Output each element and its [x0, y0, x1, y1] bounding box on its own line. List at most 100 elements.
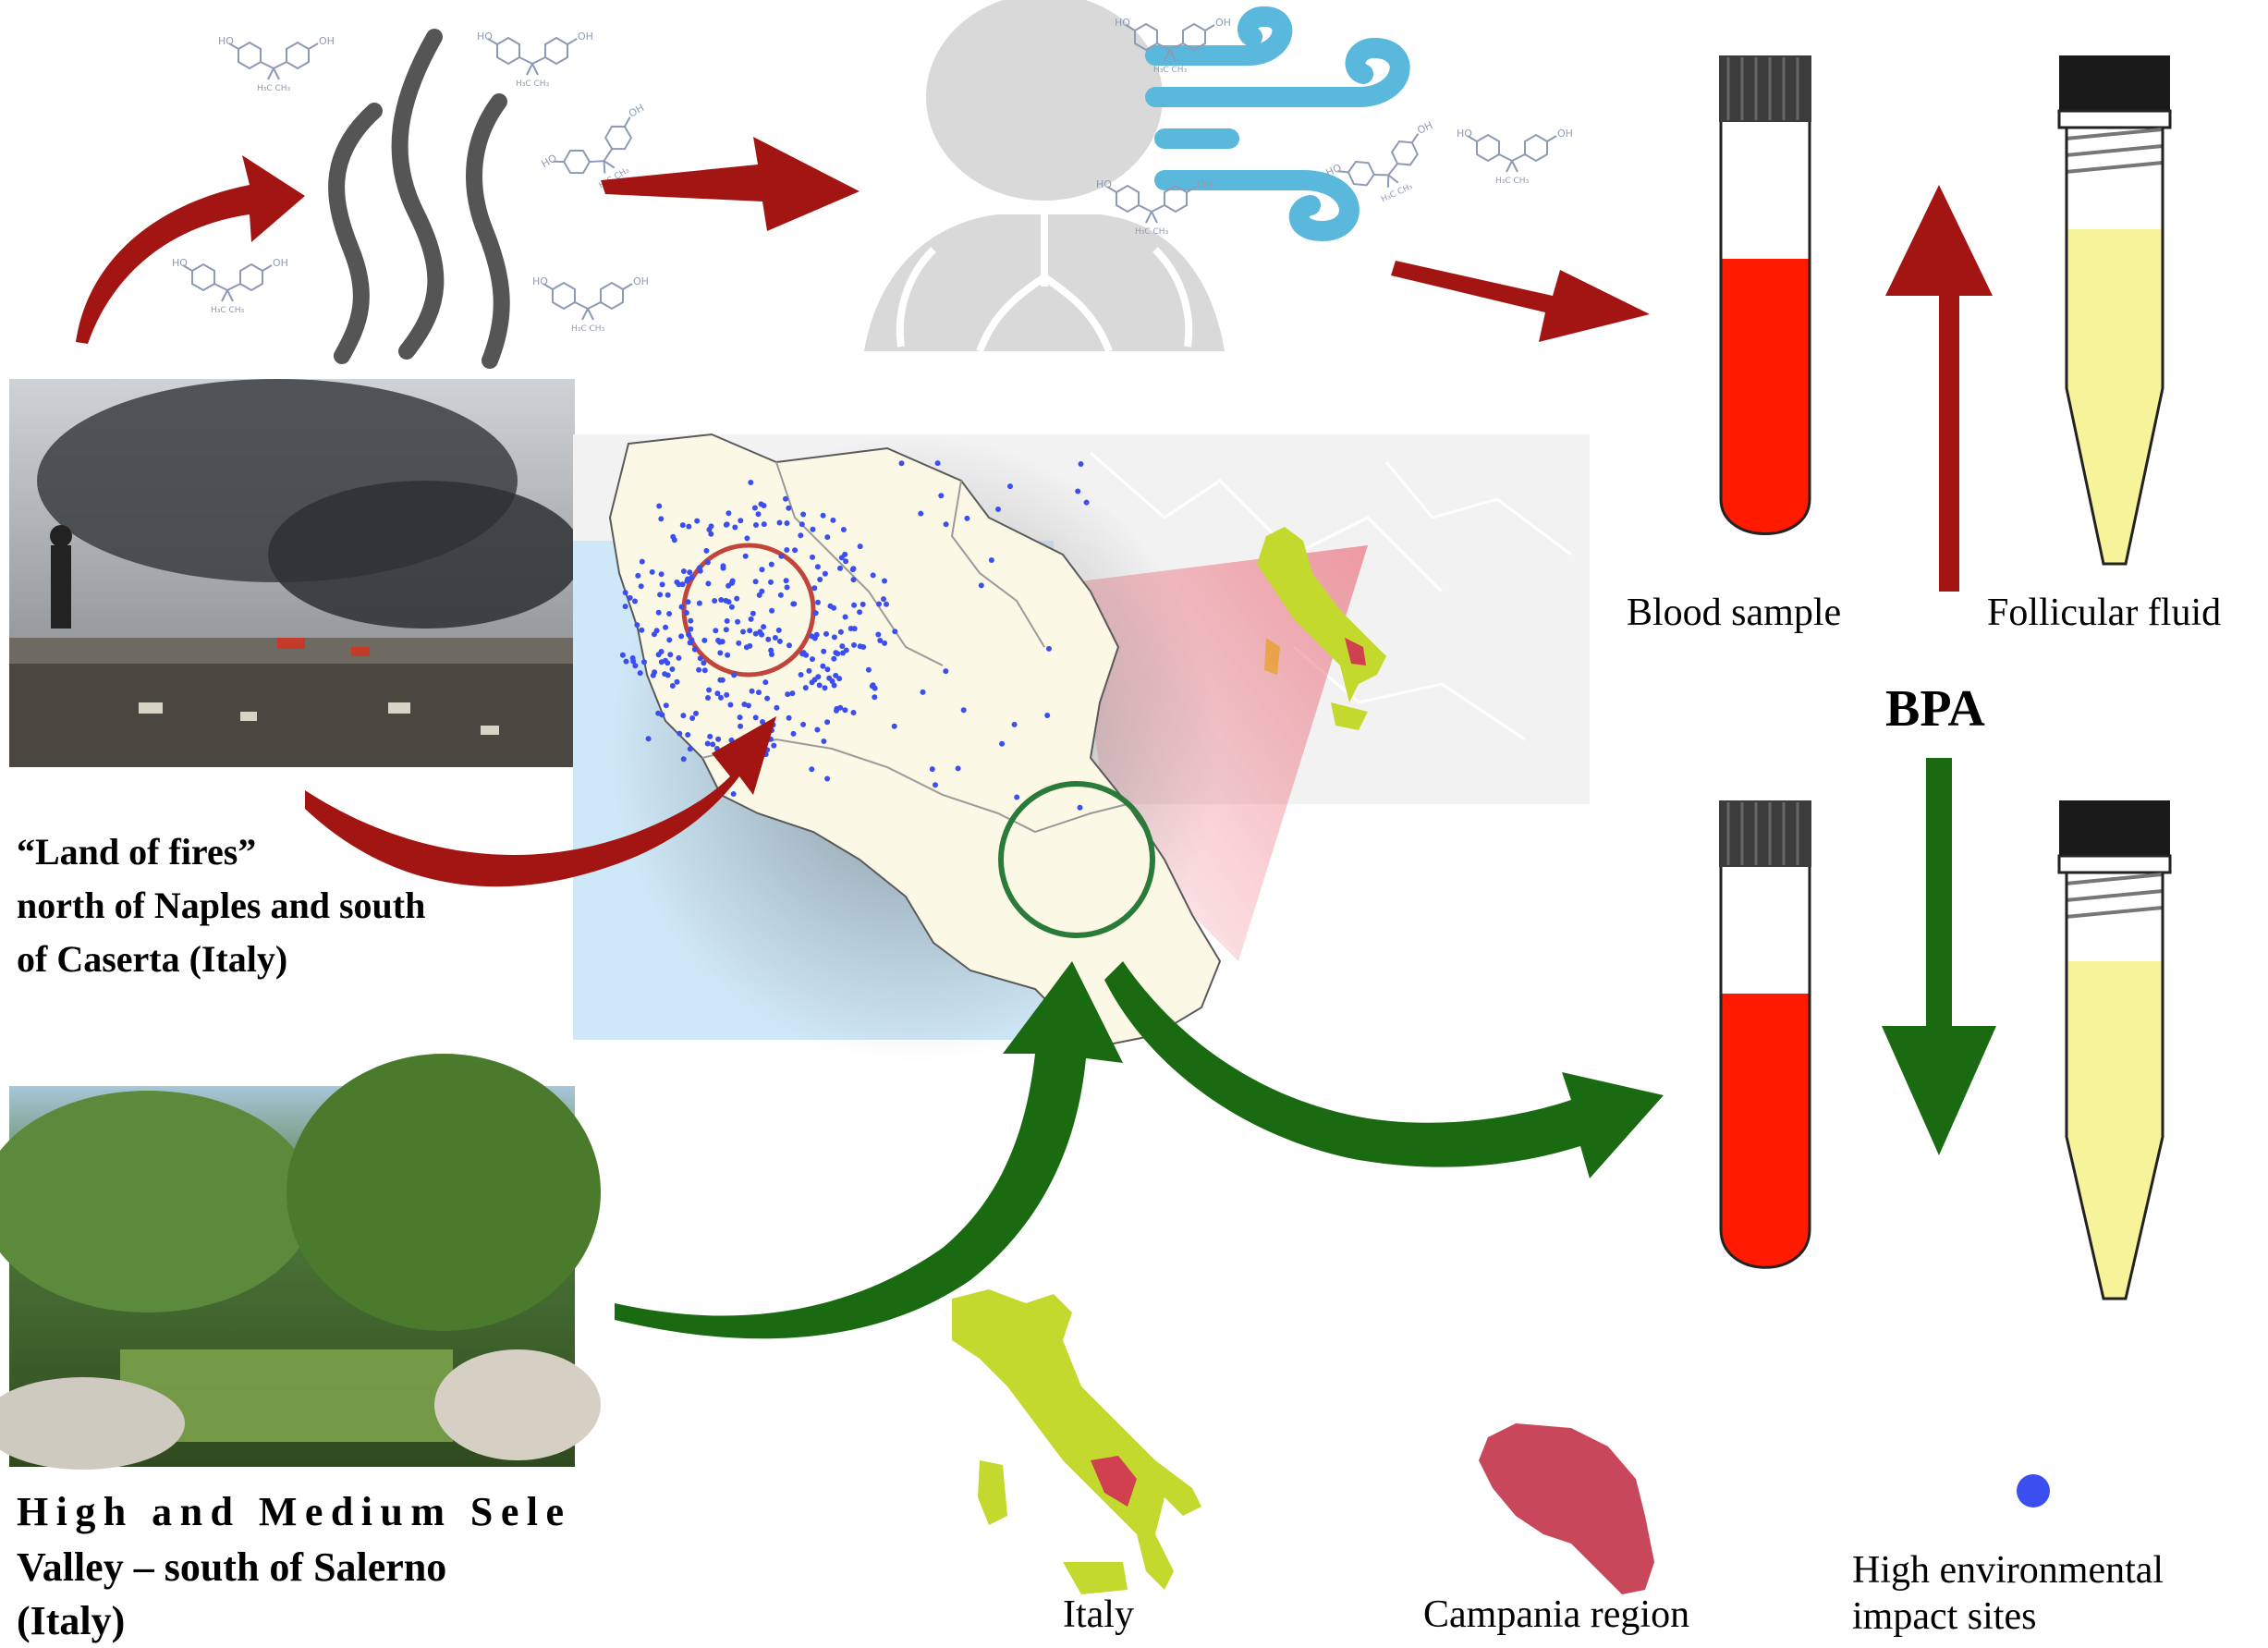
- site-dot: [809, 766, 815, 773]
- site-dot: [663, 702, 669, 709]
- site-dot: [688, 617, 694, 624]
- site-dot: [978, 582, 984, 589]
- site-dot: [827, 603, 834, 609]
- site-dot: [988, 557, 994, 563]
- site-dot: [824, 775, 831, 782]
- site-dot: [736, 640, 742, 646]
- site-dot: [686, 631, 692, 638]
- site-dot: [784, 547, 790, 553]
- site-dot: [726, 582, 732, 589]
- site-dot: [809, 679, 815, 686]
- site-dot: [748, 480, 754, 485]
- site-dot: [729, 578, 736, 584]
- site-dot: [656, 503, 663, 509]
- site-dot: [715, 736, 722, 742]
- site-dot: [772, 635, 778, 641]
- site-dot: [680, 713, 687, 719]
- site-dot: [725, 652, 731, 658]
- site-dot: [831, 655, 837, 662]
- land-of-fires-caption-line2: north of Naples and south: [17, 885, 425, 926]
- site-dot: [687, 746, 693, 752]
- site-dot: [658, 649, 665, 654]
- site-dot: [666, 611, 673, 616]
- map-campania: [573, 433, 1590, 1063]
- site-dot: [738, 518, 744, 524]
- site-dot: [667, 652, 674, 658]
- site-dot: [659, 712, 665, 718]
- person-lungs-icon: [864, 0, 1225, 353]
- site-dot: [727, 702, 734, 708]
- site-dot: [872, 694, 878, 701]
- site-dot: [741, 702, 748, 707]
- site-dot: [748, 616, 754, 622]
- site-dot: [755, 511, 762, 518]
- site-dot: [759, 567, 765, 573]
- site-dot: [882, 640, 888, 646]
- legend-sites-label-line2: impact sites: [1852, 1595, 2036, 1638]
- site-dot: [850, 710, 857, 715]
- site-dot: [812, 610, 819, 616]
- site-dot: [697, 655, 703, 662]
- site-dot: [943, 521, 949, 528]
- site-dot: [683, 610, 689, 616]
- site-dot: [747, 628, 753, 634]
- site-dot: [658, 571, 665, 578]
- site-dot: [696, 565, 702, 571]
- sele-valley-caption-line2: Valley – south of Salerno: [17, 1544, 446, 1590]
- site-dot: [710, 741, 716, 748]
- site-dot: [934, 460, 941, 467]
- site-dot: [876, 601, 882, 607]
- site-dot: [784, 584, 790, 591]
- site-dot: [718, 694, 724, 701]
- test-tube-icon: [1719, 800, 1811, 1269]
- site-dot: [870, 682, 876, 689]
- site-dot: [649, 568, 655, 575]
- site-dot: [650, 672, 656, 678]
- site-dot: [815, 599, 821, 605]
- land-of-fires-caption-line3: of Caserta (Italy): [17, 938, 287, 980]
- site-dot: [703, 547, 710, 554]
- site-dot: [619, 652, 626, 658]
- site-dot: [689, 574, 695, 580]
- site-dot: [790, 730, 797, 737]
- site-dot: [674, 678, 680, 685]
- site-dot: [705, 580, 712, 587]
- site-dot: [742, 553, 749, 559]
- site-dot: [1083, 499, 1090, 506]
- site-dot: [723, 521, 729, 528]
- site-dot: [730, 791, 737, 797]
- site-dot: [638, 583, 644, 590]
- site-dot: [684, 578, 690, 584]
- site-dot: [799, 521, 805, 528]
- site-dot: [689, 715, 696, 721]
- site-dot: [842, 707, 848, 714]
- site-dot: [759, 588, 765, 594]
- site-dot: [955, 765, 961, 772]
- site-dot: [777, 592, 784, 598]
- site-dot: [1011, 721, 1018, 727]
- site-dot: [669, 666, 676, 672]
- site-dot: [786, 642, 792, 649]
- site-dot: [696, 600, 702, 606]
- site-dot: [820, 663, 826, 669]
- site-dot: [718, 597, 725, 603]
- site-dot: [1044, 713, 1051, 718]
- site-dot: [964, 515, 970, 521]
- site-dot: [645, 736, 652, 742]
- site-dot: [750, 610, 756, 616]
- site-dot: [831, 682, 837, 689]
- site-dot: [680, 568, 687, 574]
- site-dot: [824, 666, 831, 673]
- site-dot: [663, 624, 669, 630]
- site-dot: [798, 672, 804, 678]
- site-dot: [685, 732, 691, 738]
- red-arrow-to-fumes: [76, 155, 305, 344]
- site-dot: [677, 730, 683, 737]
- site-dot: [701, 660, 707, 666]
- site-dot: [679, 522, 686, 529]
- sele-valley-photo: [0, 1054, 601, 1470]
- map-italy-inset: [952, 1289, 1201, 1594]
- site-dot: [776, 638, 783, 644]
- site-dot: [884, 601, 889, 607]
- site-dot: [726, 510, 732, 517]
